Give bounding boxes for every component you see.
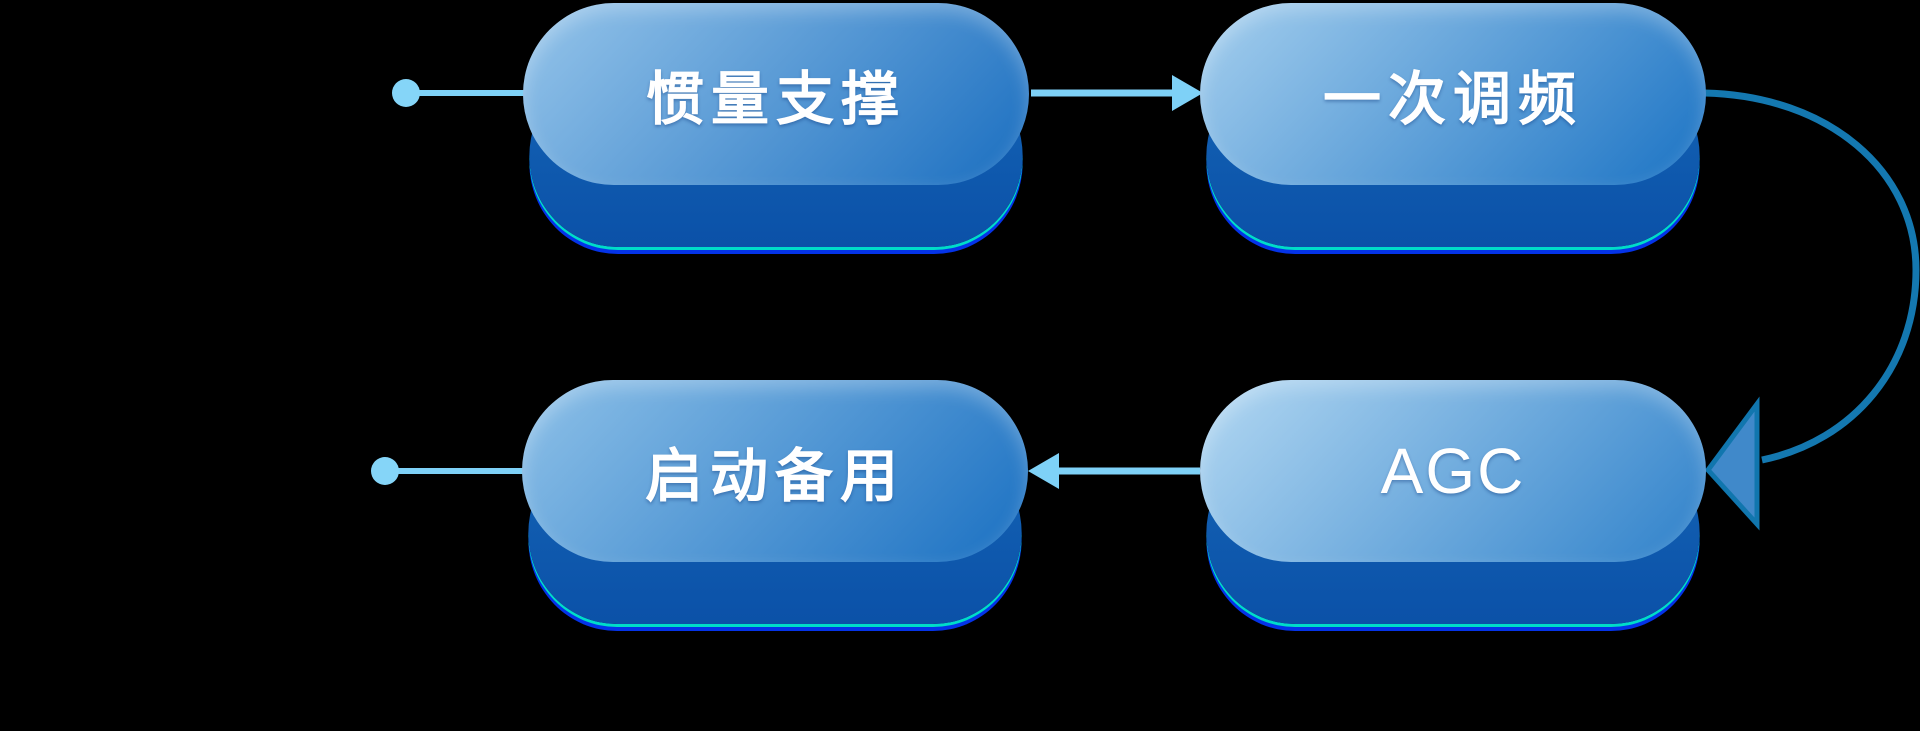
arrow-head-inertia-to-primary: [1172, 75, 1203, 111]
arc-arrow-head-agc: [1704, 396, 1760, 531]
start-dot-bottom: [371, 457, 399, 485]
node-startup-reserve: 启动备用: [522, 380, 1028, 624]
node-pill: AGC: [1200, 380, 1706, 562]
arc-curve-primary-to-agc: [1704, 89, 1920, 464]
node-label-agc: AGC: [1380, 435, 1526, 507]
node-pill: 一次调频: [1200, 3, 1706, 185]
node-primary-frequency-regulation: 一次调频: [1200, 3, 1706, 247]
node-label-primary-frequency-regulation: 一次调频: [1322, 67, 1583, 132]
node-label-inertia-support: 惯量支撑: [645, 67, 906, 132]
node-label-startup-reserve: 启动备用: [644, 444, 905, 509]
node-pill: 启动备用: [522, 380, 1028, 562]
node-agc: AGC: [1200, 380, 1706, 624]
node-pill: 惯量支撑: [523, 3, 1029, 185]
start-dot-top: [392, 79, 420, 107]
node-inertia-support: 惯量支撑: [523, 3, 1029, 247]
arrow-head-agc-to-startup: [1028, 453, 1059, 489]
